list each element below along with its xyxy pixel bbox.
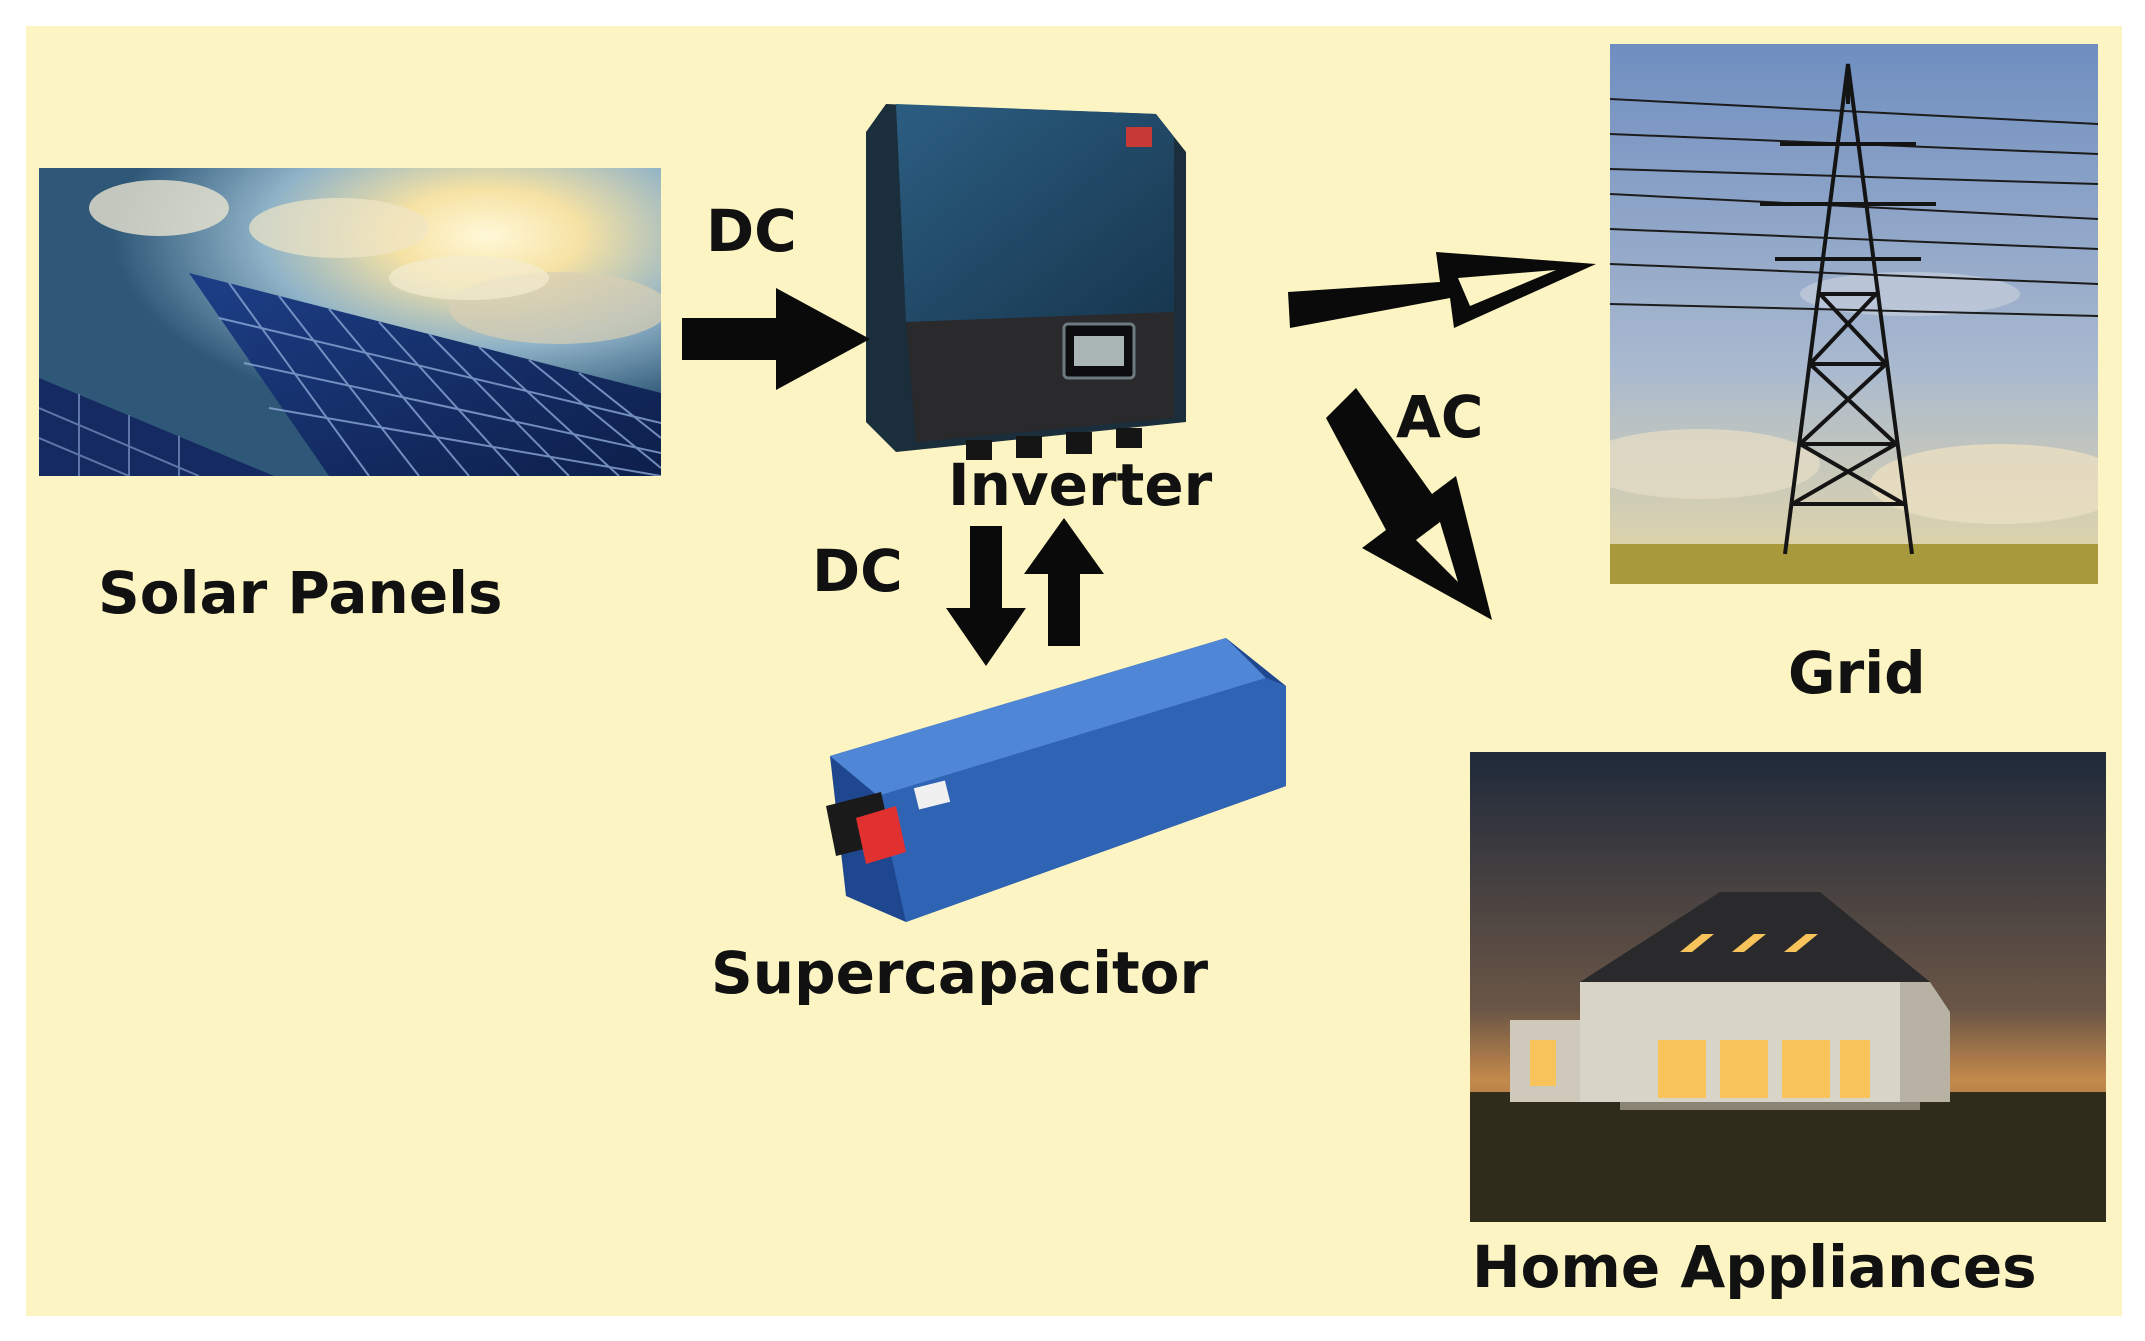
- supercapacitor-image: [766, 606, 1306, 936]
- home-appliances-image: [1470, 752, 2106, 1222]
- diagram-canvas: Solar Panels DC Inverter: [26, 26, 2122, 1316]
- dc-label-supercap: DC: [812, 537, 903, 605]
- arrows-layer: [682, 252, 1596, 666]
- grid-image: [1610, 44, 2098, 584]
- dc-label-solar: DC: [706, 197, 797, 265]
- arrow-inverter-to-supercap: [946, 526, 1026, 666]
- arrow-supercap-to-inverter: [1024, 518, 1104, 646]
- solar-panels-image: [39, 168, 661, 476]
- inverter-image: [856, 92, 1276, 472]
- home-appliances-label: Home Appliances: [1472, 1233, 2037, 1301]
- arrow-inverter-to-home: [1326, 388, 1492, 620]
- inverter-label: Inverter: [948, 451, 1213, 519]
- arrow-solar-to-inverter: [682, 288, 870, 390]
- grid-label: Grid: [1788, 639, 1926, 707]
- ac-label: AC: [1396, 383, 1484, 451]
- solar-panels-label: Solar Panels: [98, 559, 503, 627]
- arrow-inverter-to-grid: [1288, 252, 1596, 328]
- supercapacitor-label: Supercapacitor: [711, 939, 1209, 1007]
